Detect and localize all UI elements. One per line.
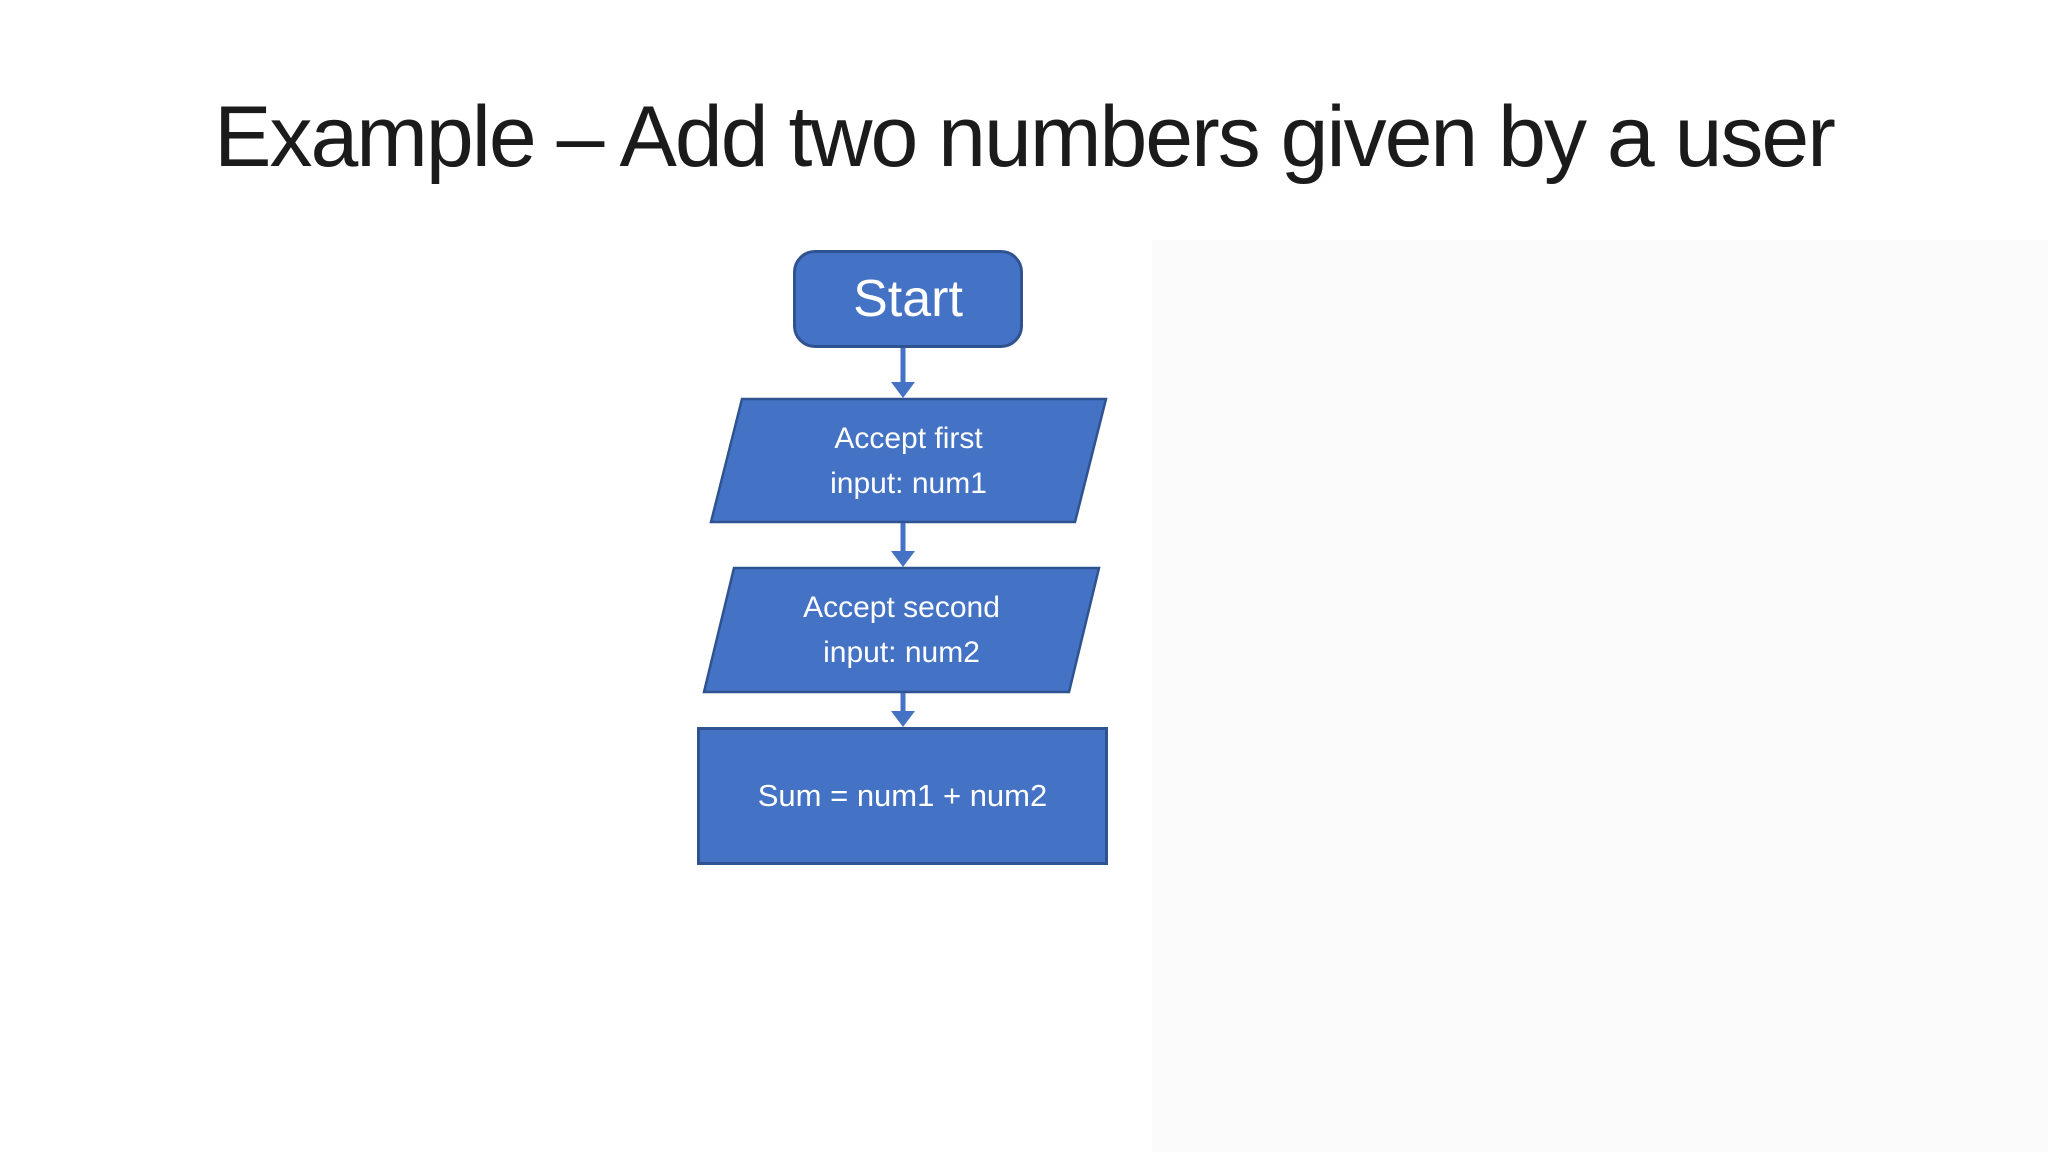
arrow-head-icon (891, 711, 915, 727)
parallelogram-shape (709, 397, 1108, 524)
arrow-head-icon (891, 382, 915, 398)
input2-line1: Accept second (803, 591, 1000, 624)
start-node-label: Start (853, 270, 963, 328)
input2-line2: input: num2 (823, 636, 980, 669)
arrow-head-icon (891, 551, 915, 567)
input1-line2: input: num1 (830, 466, 987, 500)
flowchart-node-start: Start (793, 250, 1023, 348)
sum-node-label: Sum = num1 + num2 (757, 778, 1048, 813)
input2-node-label: Accept second input: num2 (703, 567, 1100, 693)
flowchart-node-input1: Accept first input: num1 (709, 397, 1108, 524)
input1-node-label: Accept first input: num1 (710, 398, 1107, 523)
parallelogram-shape (702, 566, 1101, 694)
flow-arrow-3 (891, 693, 915, 727)
flow-arrow-2 (891, 523, 915, 567)
background-shade (1152, 240, 2048, 1152)
flowchart-node-input2: Accept second input: num2 (702, 566, 1101, 694)
flow-arrow-1 (891, 348, 915, 398)
slide-title: Example – Add two numbers given by a use… (214, 89, 1836, 185)
flowchart-node-sum: Sum = num1 + num2 (697, 727, 1108, 865)
input1-line1: Accept first (834, 421, 983, 455)
